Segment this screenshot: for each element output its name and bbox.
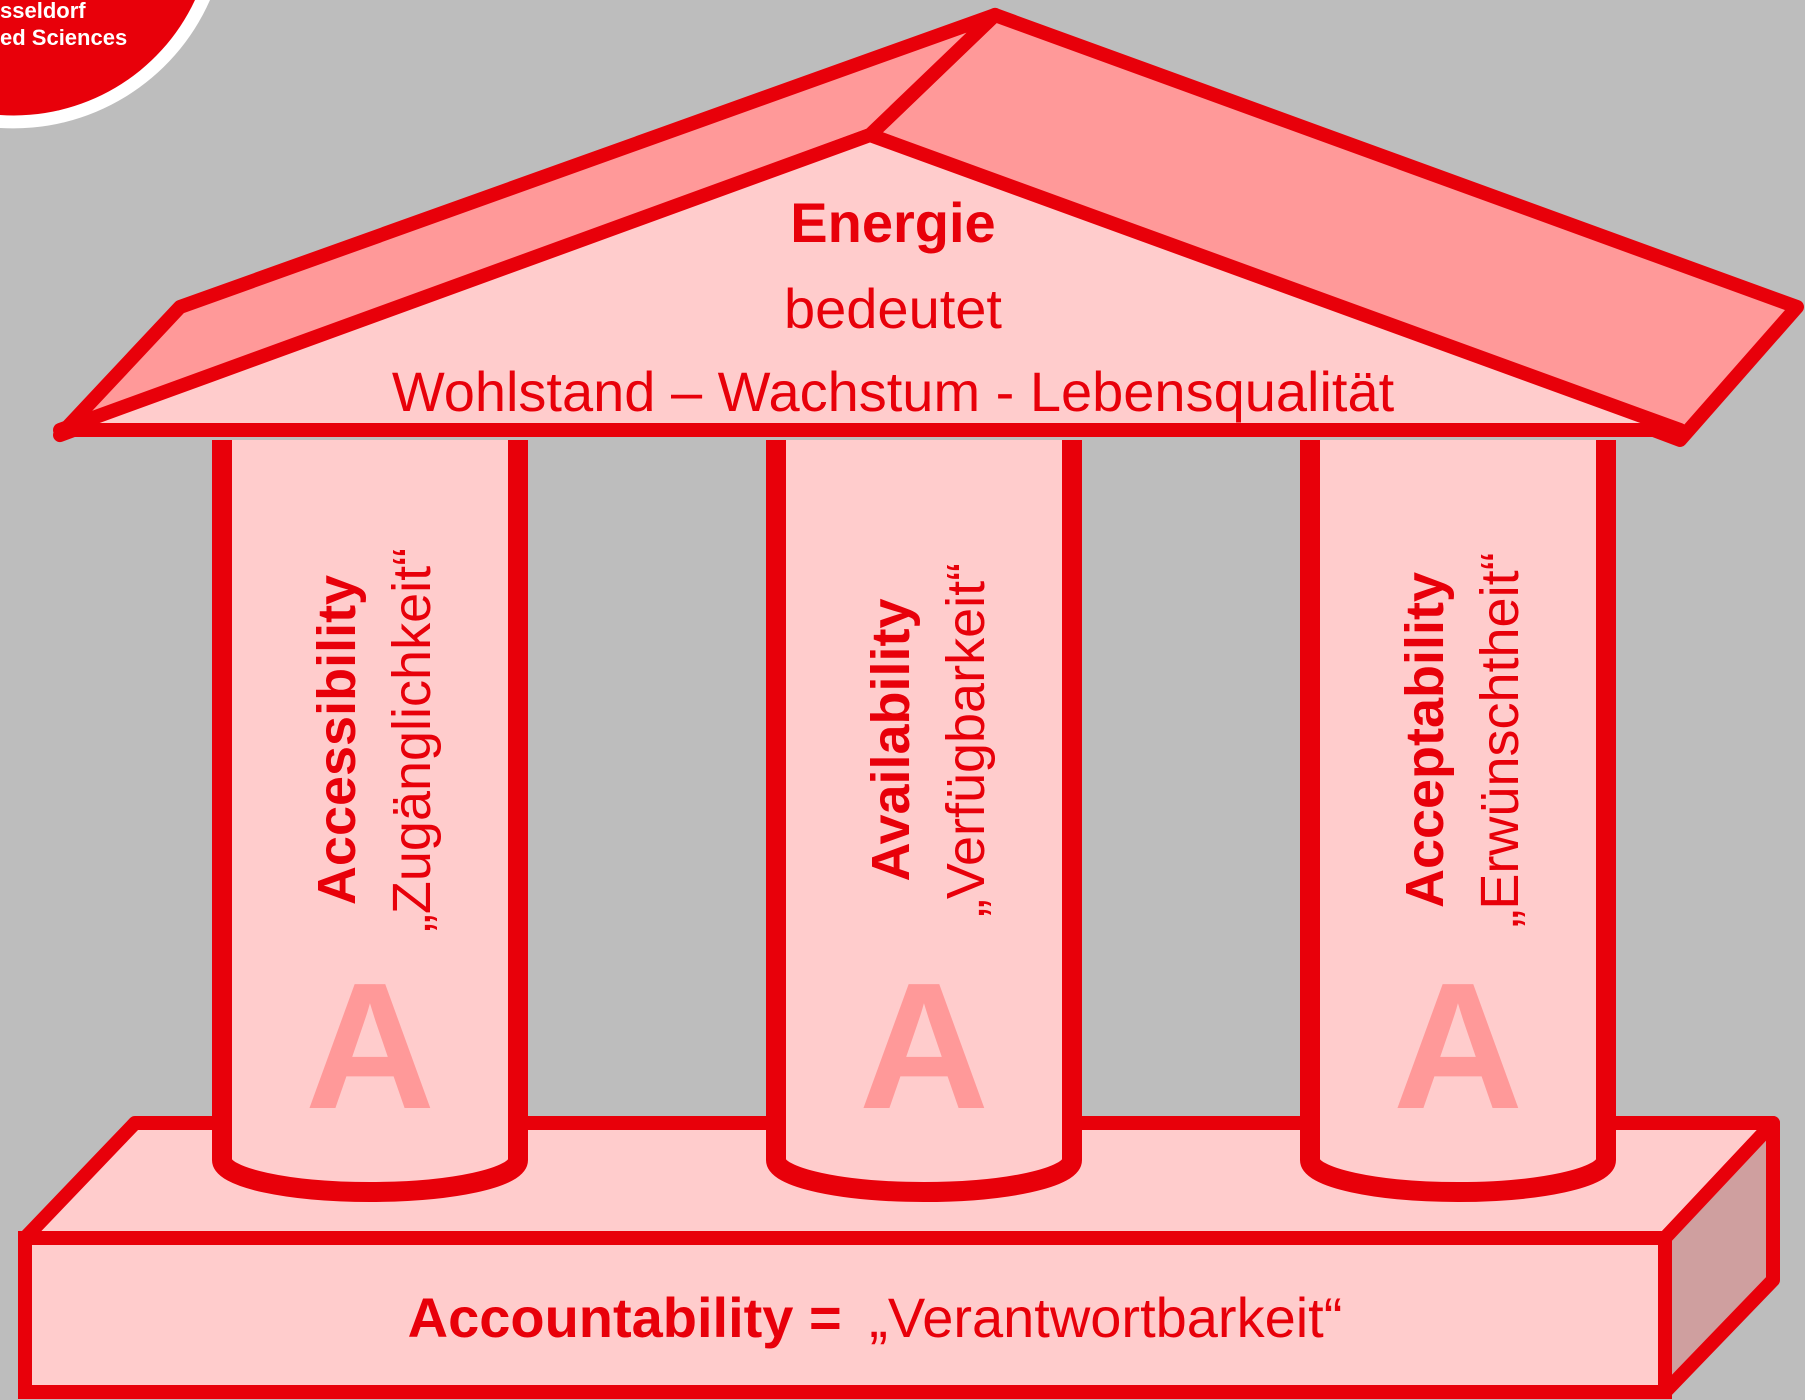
pillar-letter: A (1393, 946, 1523, 1147)
pillar-letter: A (859, 946, 989, 1147)
pillar-translation: „Erwünschtheit“ (1470, 552, 1530, 927)
base-label: Accountability = „Verantwortbarkeit“ (408, 1286, 1343, 1349)
pillar-availability: A Availability „Verfügbarkeit“ (766, 440, 1082, 1202)
roof-subheading: bedeutet (784, 277, 1002, 340)
pillar-letter: A (305, 946, 435, 1147)
base-translation: „Verantwortbarkeit“ (869, 1286, 1342, 1349)
logo-text-line2: ed Sciences (0, 25, 127, 50)
pillar-accessibility: A Accessibility „Zugänglichkeit“ (212, 440, 528, 1202)
pillar-term: Accessibility (307, 575, 367, 905)
university-logo: sseldorf ed Sciences (0, 0, 210, 129)
pillar-translation: „Verfügbarkeit“ (936, 563, 996, 917)
roof-tagline: Wohlstand – Wachstum - Lebensqualität (392, 360, 1395, 423)
base-term: Accountability = (408, 1286, 842, 1349)
pillar-acceptability: A Acceptability „Erwünschtheit“ (1300, 440, 1616, 1202)
roof: Energie bedeutet Wohlstand – Wachstum - … (53, 8, 1804, 447)
logo-text-line1: sseldorf (0, 0, 86, 23)
roof-heading: Energie (790, 191, 995, 254)
pillar-term: Availability (861, 598, 921, 881)
pillar-term: Acceptability (1395, 572, 1455, 908)
pillar-translation: „Zugänglichkeit“ (382, 548, 442, 932)
